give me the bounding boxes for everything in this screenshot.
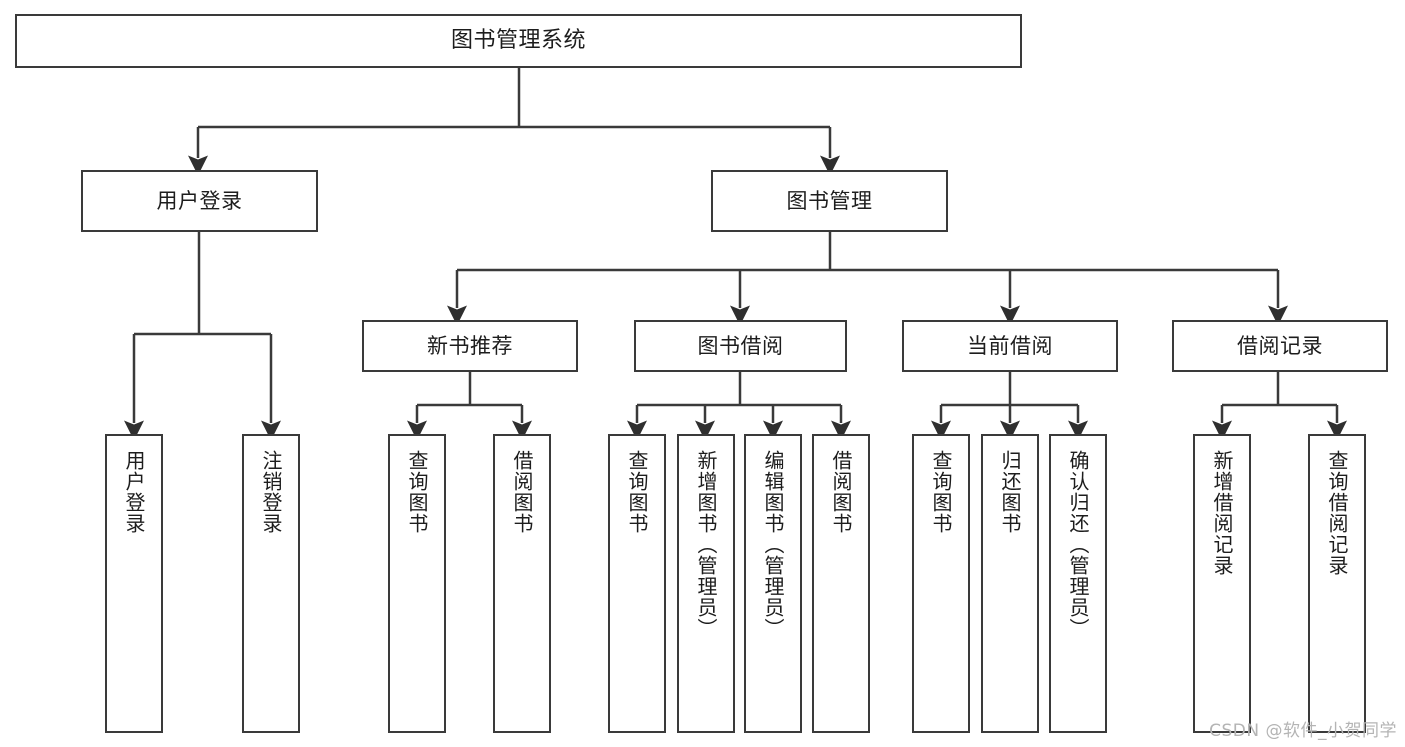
leaf-user-login-logout[interactable]: 注销登录 <box>242 434 300 733</box>
node-label: 图书借阅 <box>697 333 784 358</box>
node-label: 当前借阅 <box>967 333 1053 358</box>
node-root-book-management-system[interactable]: 图书管理系统 <box>15 14 1022 68</box>
node-label: 注销登录 <box>259 450 283 534</box>
node-label: 用户登录 <box>156 188 243 213</box>
leaf-borrow-record-query-record[interactable]: 查询借阅记录 <box>1308 434 1366 733</box>
node-label: 查询借阅记录 <box>1325 450 1349 576</box>
node-label: 图书管理 <box>786 188 873 213</box>
leaf-current-borrow-query-book[interactable]: 查询图书 <box>912 434 970 733</box>
node-borrow-record[interactable]: 借阅记录 <box>1172 320 1388 372</box>
leaf-book-borrow-borrow-book[interactable]: 借阅图书 <box>812 434 870 733</box>
leaf-new-book-borrow-book[interactable]: 借阅图书 <box>493 434 551 733</box>
node-label: 图书管理系统 <box>450 28 586 54</box>
leaf-current-borrow-return-book[interactable]: 归还图书 <box>981 434 1039 733</box>
leaf-book-borrow-edit-book-admin[interactable]: 编辑图书（管理员） <box>744 434 802 733</box>
node-label: 确认归还（管理员） <box>1066 450 1090 639</box>
node-book-management[interactable]: 图书管理 <box>711 170 948 232</box>
node-label: 新增图书（管理员） <box>694 450 718 639</box>
node-current-borrow[interactable]: 当前借阅 <box>902 320 1118 372</box>
node-user-login[interactable]: 用户登录 <box>81 170 318 232</box>
node-new-book-recommend[interactable]: 新书推荐 <box>362 320 578 372</box>
node-label: 编辑图书（管理员） <box>761 450 785 639</box>
node-label: 借阅图书 <box>829 450 853 534</box>
node-label: 查询图书 <box>929 450 953 534</box>
node-label: 用户登录 <box>122 450 146 534</box>
node-book-borrow[interactable]: 图书借阅 <box>634 320 847 372</box>
node-label: 新增借阅记录 <box>1210 450 1234 576</box>
csdn-watermark: CSDN @软件_小贺同学 <box>1209 721 1397 741</box>
leaf-current-borrow-confirm-return-admin[interactable]: 确认归还（管理员） <box>1049 434 1107 733</box>
leaf-new-book-query-book[interactable]: 查询图书 <box>388 434 446 733</box>
node-label: 归还图书 <box>998 450 1022 534</box>
leaf-book-borrow-query-book[interactable]: 查询图书 <box>608 434 666 733</box>
node-label: 借阅记录 <box>1237 333 1323 358</box>
node-label: 查询图书 <box>405 450 429 534</box>
node-label: 查询图书 <box>625 450 649 534</box>
leaf-borrow-record-add-record[interactable]: 新增借阅记录 <box>1193 434 1251 733</box>
node-label: 新书推荐 <box>427 333 513 358</box>
leaf-book-borrow-add-book-admin[interactable]: 新增图书（管理员） <box>677 434 735 733</box>
leaf-user-login-login[interactable]: 用户登录 <box>105 434 163 733</box>
node-label: 借阅图书 <box>510 450 534 534</box>
